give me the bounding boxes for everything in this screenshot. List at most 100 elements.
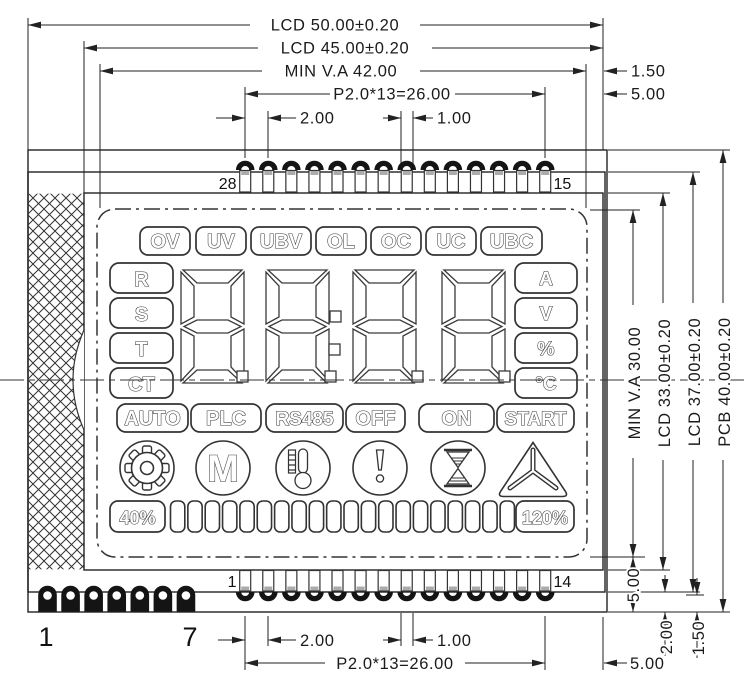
seven-segment-digits: [180, 269, 511, 384]
bottom-pin-pad: [328, 592, 347, 602]
annunciator-uv: UV: [207, 231, 235, 253]
bottom-pin-pad: [397, 592, 417, 602]
bottom-pin-row: [235, 569, 555, 602]
bar-segment: [360, 500, 377, 533]
mode-auto: AUTO: [124, 408, 180, 430]
unit-v-box: [514, 297, 578, 329]
mode-auto-box: [116, 403, 189, 433]
bar-min-label: 40%: [119, 508, 155, 528]
bottom-pin-neck: [379, 586, 388, 591]
gear-icon: [119, 440, 175, 496]
top-pin: [377, 169, 390, 193]
top-pin: [446, 169, 459, 193]
connector-tab-hole: [158, 591, 168, 600]
bottom-pin-first-label: 1: [228, 574, 237, 591]
thermometer-icon: [275, 440, 331, 496]
bottom-pin-neck: [241, 586, 250, 591]
dim-top-5-00: 5.00: [631, 86, 666, 104]
top-pin-row: [235, 160, 555, 193]
dim-right-2-00: 2.00: [658, 620, 676, 655]
annunciator-ov: OV: [151, 231, 181, 253]
top-pin-pad: [305, 160, 324, 170]
bar-segment: [221, 500, 238, 533]
bar-segment: [239, 500, 255, 533]
bottom-pin-neck: [495, 586, 504, 591]
phase-s: S: [135, 304, 148, 326]
bar-segment: [343, 500, 360, 533]
top-pin-neck: [495, 171, 504, 175]
mode-plc: PLC: [206, 408, 246, 430]
bar-segment: [325, 500, 342, 533]
top-pin-first-label: 28: [219, 176, 237, 193]
top-pin-neck: [379, 171, 388, 175]
bottom-pin-last-label: 14: [554, 574, 572, 591]
digit-4: [441, 269, 506, 384]
top-pin-neck: [425, 171, 434, 175]
bottom-pin-neck: [541, 586, 550, 591]
bottom-pin: [423, 569, 436, 592]
bottom-pin-pad: [489, 592, 509, 602]
bottom-pin: [239, 569, 252, 592]
bar-graph-row: 40% 120%: [109, 500, 575, 533]
bottom-pin: [492, 569, 506, 592]
unit-column: A V % °C: [514, 262, 578, 399]
bar-segment: [256, 500, 273, 533]
unit-celsius: °C: [535, 374, 557, 395]
mode-off: OFF: [356, 408, 396, 430]
unit-percent: %: [538, 339, 555, 360]
dim-lcd-width-50: LCD 50.00±0.20: [271, 17, 399, 35]
mode-row: AUTO PLC RS485 OFF ON START: [116, 403, 575, 433]
top-pin-pad: [328, 160, 347, 170]
bottom-pin-neck: [425, 586, 434, 591]
dim-pcb-height-40: PCB 40.00±0.20: [716, 317, 734, 446]
dim-lcd-height-33: LCD 33.00±0.20: [656, 319, 674, 447]
top-pin-pad: [351, 160, 370, 170]
mode-rs485: RS485: [275, 409, 334, 430]
bottom-pin: [354, 569, 367, 592]
mode-start-box: [496, 403, 575, 433]
dim-bottom-2mm: 2.00: [300, 632, 335, 650]
unit-a-box: [514, 262, 578, 294]
bottom-pin-neck: [471, 586, 480, 591]
top-pin-pad: [258, 160, 278, 170]
top-pin: [400, 169, 413, 193]
bottom-pin: [539, 569, 552, 592]
connector-tab-hole: [135, 591, 145, 600]
decimal-point-1: [236, 370, 249, 383]
annunciator-uv-box: [195, 226, 247, 256]
dim-bottom-1mm: 1.00: [437, 632, 472, 650]
connector-tab-hole: [112, 591, 122, 600]
top-pin-neck: [356, 171, 365, 175]
bar-segment: [499, 500, 516, 533]
bottom-pin-pad: [466, 592, 486, 602]
top-pin-pad: [235, 160, 255, 170]
extension-lines: [27, 18, 730, 670]
top-pin: [331, 169, 344, 193]
phase-r: R: [134, 269, 149, 291]
phase-t-box: [109, 332, 174, 364]
motor-icon: M: [195, 440, 251, 496]
top-pin-pad: [397, 160, 417, 170]
top-pin: [469, 169, 483, 193]
bottom-pin-pad: [443, 592, 463, 602]
hourglass-icon: [430, 440, 486, 496]
mode-on: ON: [442, 408, 472, 430]
mode-plc-box: [190, 403, 262, 433]
bar-segment: [447, 500, 464, 533]
top-pin-neck: [287, 171, 296, 175]
annunciator-uc-box: [425, 226, 477, 256]
bottom-pin-neck: [448, 586, 457, 591]
bottom-pin-pad: [258, 592, 278, 602]
annunciator-ol: OL: [327, 231, 355, 253]
colon-upper-dot: [329, 310, 342, 323]
icon-row: M: [119, 440, 568, 498]
colon-lower-dot: [328, 343, 341, 356]
bottom-pin: [377, 569, 390, 592]
top-pin: [354, 169, 367, 193]
phase-t: T: [135, 339, 147, 361]
top-pin-neck: [402, 171, 411, 175]
dim-right-5-00: 5.00: [625, 568, 643, 603]
bar-segment: [395, 500, 412, 533]
annunciator-ubc-box: [480, 226, 543, 256]
